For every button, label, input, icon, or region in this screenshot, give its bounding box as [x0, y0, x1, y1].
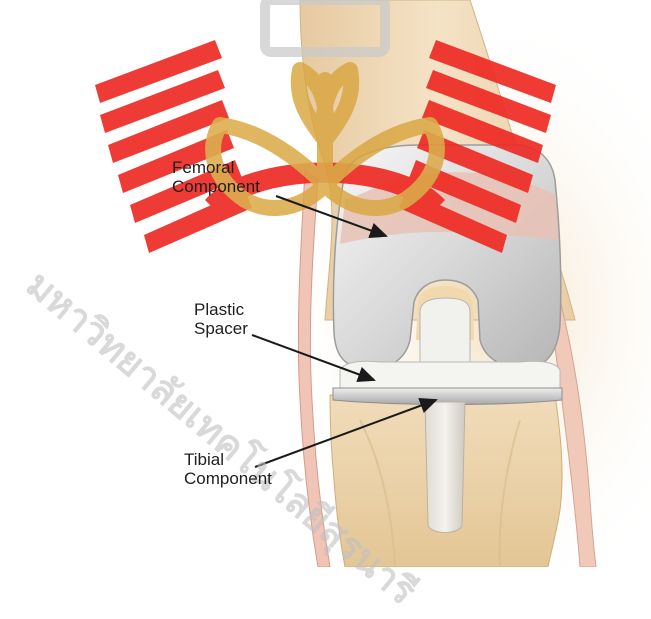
- label-tibial-line1: Tibial: [184, 450, 272, 469]
- knee-implant-illustration: [0, 0, 651, 567]
- plastic-spacer: [340, 361, 560, 388]
- label-tibial-line2: Component: [184, 469, 272, 488]
- label-femoral-component: Femoral Component: [172, 158, 260, 196]
- label-femoral-line2: Component: [172, 177, 260, 196]
- label-tibial-component: Tibial Component: [184, 450, 272, 488]
- label-plastic-spacer: Plastic Spacer: [194, 300, 248, 338]
- label-femoral-line1: Femoral: [172, 158, 260, 177]
- tibial-stem: [425, 402, 465, 533]
- label-plastic-line1: Plastic: [194, 300, 248, 319]
- label-plastic-line2: Spacer: [194, 319, 248, 338]
